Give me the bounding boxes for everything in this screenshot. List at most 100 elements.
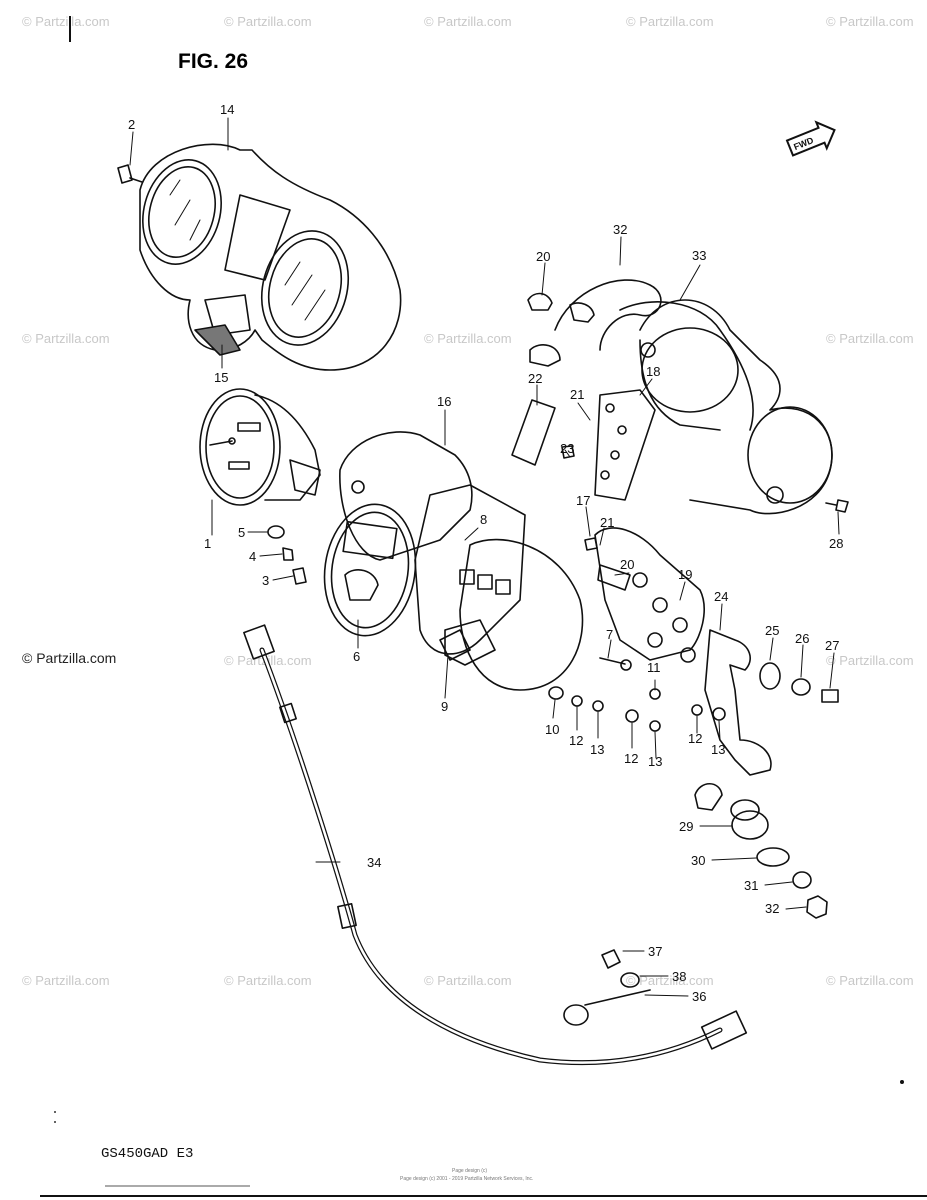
watermark: © Partzilla.com bbox=[826, 653, 914, 668]
watermark: © Partzilla.com bbox=[826, 973, 914, 988]
leader-lines bbox=[129, 117, 840, 997]
part-label: 5 bbox=[238, 525, 245, 540]
part-label: 7 bbox=[606, 627, 613, 642]
watermark: © Partzilla.com bbox=[224, 973, 312, 988]
part-30-screw bbox=[825, 499, 849, 513]
part-label: 6 bbox=[353, 649, 360, 664]
part-29-rear-cover bbox=[639, 299, 833, 515]
part-label: 22 bbox=[528, 371, 542, 386]
part-label: 13 bbox=[711, 742, 725, 757]
part-38-washer bbox=[620, 972, 640, 988]
part-37-bolt bbox=[601, 949, 621, 969]
part-label: 23 bbox=[560, 441, 574, 456]
part-label: 24 bbox=[714, 589, 728, 604]
watermark: © Partzilla.com bbox=[626, 14, 714, 29]
figure-title: FIG. 26 bbox=[178, 50, 248, 73]
watermark: © Partzilla.com bbox=[22, 14, 110, 29]
part-13-washer bbox=[592, 700, 604, 712]
part-label: 1 bbox=[204, 536, 211, 551]
part-label: 20 bbox=[620, 557, 634, 572]
part-25-cushion bbox=[759, 662, 781, 690]
watermark: © Partzilla.com bbox=[22, 331, 110, 346]
footer-line1: Page design (c) bbox=[452, 1168, 487, 1174]
part-label: 11 bbox=[647, 660, 661, 675]
part-label: 15 bbox=[214, 370, 228, 385]
part-10-washer bbox=[548, 686, 564, 700]
part-24-cushion bbox=[694, 782, 723, 811]
part-label: 12 bbox=[624, 751, 638, 766]
part-label: 13 bbox=[590, 742, 604, 757]
fwd-arrow-icon: FWD bbox=[785, 120, 836, 157]
part-label: 32 bbox=[765, 901, 779, 916]
part-label: 2 bbox=[128, 117, 135, 132]
part-label: 18 bbox=[646, 364, 660, 379]
part-18-socket-board bbox=[594, 389, 656, 501]
part-5-washer bbox=[267, 525, 285, 539]
part-label: 8 bbox=[480, 512, 487, 527]
part-label: 38 bbox=[672, 969, 686, 984]
part-15-plate bbox=[194, 324, 241, 356]
part-33-washer bbox=[792, 871, 812, 889]
part-label: 9 bbox=[441, 699, 448, 714]
part-label: 27 bbox=[825, 638, 839, 653]
part-label: 28 bbox=[829, 536, 843, 551]
part-label: 21 bbox=[570, 387, 584, 402]
watermark: © Partzilla.com bbox=[424, 14, 512, 29]
part-label: 33 bbox=[692, 248, 706, 263]
part-label: 10 bbox=[545, 722, 559, 737]
part-label: 12 bbox=[688, 731, 702, 746]
part-label: 19 bbox=[678, 567, 692, 582]
footer-line2: Page design (c) 2001 - 2019 Partzilla Ne… bbox=[400, 1176, 533, 1182]
part-label: 14 bbox=[220, 102, 234, 117]
watermark: © Partzilla.com bbox=[424, 973, 512, 988]
part-20-bulb bbox=[527, 292, 595, 367]
part-3-screw bbox=[292, 567, 307, 585]
watermark: © Partzilla.com bbox=[826, 14, 914, 29]
part-label: 30 bbox=[691, 853, 705, 868]
part-label: 25 bbox=[765, 623, 779, 638]
part-32-washer bbox=[756, 847, 790, 867]
part-27-nut bbox=[821, 689, 839, 703]
part-label: 13 bbox=[648, 754, 662, 769]
part-28-bracket bbox=[554, 279, 754, 431]
part-6-meter-face bbox=[323, 503, 417, 637]
part-label: 20 bbox=[536, 249, 550, 264]
part-22-plate bbox=[511, 399, 556, 466]
part-1-meter bbox=[199, 388, 321, 506]
part-label: 32 bbox=[613, 222, 627, 237]
watermark: © Partzilla.com bbox=[826, 331, 914, 346]
part-4-nut bbox=[282, 547, 294, 561]
part-label: 12 bbox=[569, 733, 583, 748]
part-label: 4 bbox=[249, 549, 256, 564]
part-label: 34 bbox=[367, 855, 381, 870]
watermark: © Partzilla.com bbox=[22, 973, 110, 988]
part-35-cable bbox=[243, 624, 748, 1066]
part-2-screw bbox=[117, 164, 143, 184]
part-31-cushion bbox=[730, 799, 769, 840]
watermark: © Partzilla.com bbox=[626, 973, 714, 988]
watermark: © Partzilla.com bbox=[424, 331, 512, 346]
part-label: 16 bbox=[437, 394, 451, 409]
part-14-meter-cover bbox=[139, 143, 402, 371]
part-24-bracket bbox=[704, 629, 772, 776]
part-label: 21 bbox=[600, 515, 614, 530]
part-12-nut bbox=[571, 695, 583, 707]
part-label: 26 bbox=[795, 631, 809, 646]
model-code: GS450GAD E3 bbox=[101, 1146, 193, 1162]
part-label: 3 bbox=[262, 573, 269, 588]
part-12-nut bbox=[625, 709, 639, 723]
watermark: © Partzilla.com bbox=[224, 14, 312, 29]
part-label: 17 bbox=[576, 493, 590, 508]
part-label: 37 bbox=[648, 944, 662, 959]
part-labels: 2 14 15 1 5 4 3 16 6 8 9 20 32 33 22 21 … bbox=[128, 102, 843, 1004]
side-watermark: © Partzilla.com bbox=[22, 650, 117, 666]
part-13-washer bbox=[712, 707, 726, 721]
part-label: 29 bbox=[679, 819, 693, 834]
part-26-washer bbox=[791, 678, 811, 696]
part-36-clamp bbox=[563, 989, 651, 1026]
part-label: 36 bbox=[692, 989, 706, 1004]
part-8-meter-body bbox=[414, 484, 584, 691]
part-23-screw bbox=[561, 445, 575, 459]
part-label: 31 bbox=[744, 878, 758, 893]
